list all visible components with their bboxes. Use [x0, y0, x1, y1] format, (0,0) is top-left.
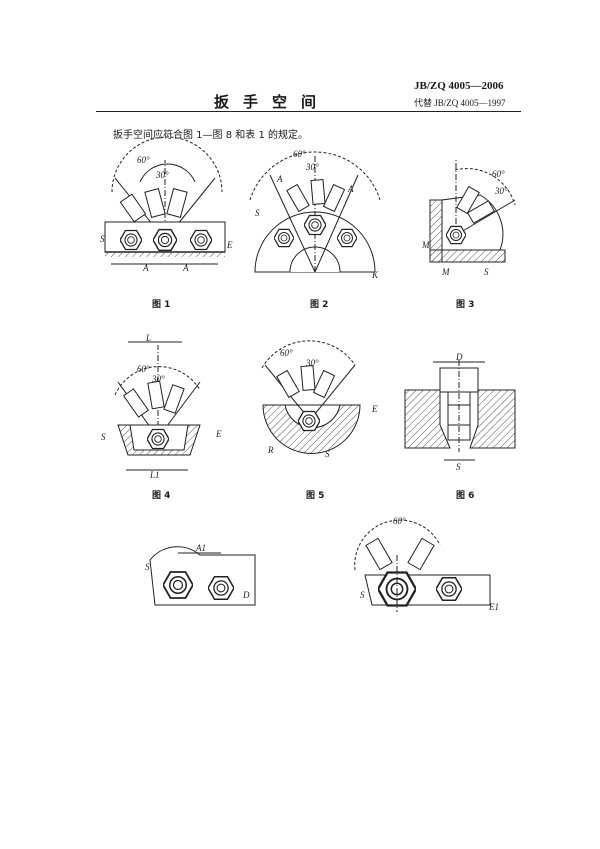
fig2-angle-30: 30°: [305, 162, 319, 172]
fig1-dim-E: E: [226, 240, 233, 250]
fig4-dim-E: E: [215, 429, 222, 439]
fig7-dim-A1: A1: [195, 543, 206, 553]
fig2-angle-60: 60°: [293, 149, 306, 159]
caption-fig6: 图 6: [456, 491, 475, 501]
fig6-dim-S: S: [456, 462, 461, 472]
fig6-dim-D: D: [455, 352, 463, 362]
fig5-dim-E: E: [371, 404, 378, 414]
header-rule: [96, 111, 521, 112]
fig4-dim-L: L: [145, 333, 151, 343]
caption-fig3: 图 3: [456, 300, 475, 310]
caption-fig4: 图 4: [152, 491, 171, 501]
fig2-dim-K: K: [371, 270, 379, 280]
fig1-dim-A: A: [142, 263, 149, 273]
fig3-dim-S: S: [484, 267, 489, 277]
fig8-dim-S: S: [360, 590, 365, 600]
intro-text: 扳手空间应符合图 1—图 8 和表 1 的规定。: [113, 130, 308, 141]
figure-4: L L1 60° 30° S E: [101, 333, 222, 480]
figure-3: 60° 30° M M S: [421, 160, 516, 277]
page-title: 扳手空间: [214, 93, 331, 111]
figure-1: A A 60° 30° S E: [100, 136, 233, 273]
fig1-dim-A2: A: [182, 263, 189, 273]
figure-8: 60° S E1: [354, 516, 499, 612]
fig5-dim-R: R: [267, 445, 274, 455]
fig2-dim-A: A: [276, 174, 283, 184]
fig8-dim-E1: E1: [488, 602, 499, 612]
fig1-angle-30: 30°: [155, 170, 169, 180]
fig3-dim-M2: M: [441, 267, 450, 277]
caption-fig5: 图 5: [306, 491, 325, 501]
caption-fig1: 图 1: [152, 300, 171, 310]
fig3-angle-60: 60°: [492, 169, 505, 179]
standard-number: JB/ZQ 4005—2006: [414, 80, 504, 92]
fig7-dim-S: S: [145, 562, 150, 572]
fig1-dim-S: S: [100, 234, 105, 244]
fig3-dim-M: M: [421, 240, 430, 250]
figure-6: D S: [404, 352, 516, 472]
figure-7: A1 S D: [145, 543, 256, 606]
caption-fig2: 图 2: [310, 300, 329, 310]
fig7-dim-D: D: [242, 590, 250, 600]
fig4-dim-S: S: [101, 432, 106, 442]
fig5-angle-30: 30°: [305, 358, 319, 368]
fig2-dim-A2: A: [347, 184, 354, 194]
replaces-standard: 代替 JB/ZQ 4005—1997: [414, 98, 506, 108]
fig4-angle-60: 60°: [137, 364, 150, 374]
fig4-angle-30: 30°: [151, 374, 165, 384]
fig8-angle-60: 60°: [393, 516, 406, 526]
fig5-dim-S: S: [325, 449, 330, 459]
fig5-angle-60: 60°: [280, 348, 293, 358]
fig1-angle-60: 60°: [137, 155, 150, 165]
figure-2: 60° 30° A A S K: [249, 149, 381, 280]
fig4-dim-L1: L1: [149, 470, 160, 480]
figure-5: 60° 30° R S E: [261, 340, 378, 459]
fig2-dim-S: S: [255, 208, 260, 218]
fig3-angle-30: 30°: [494, 186, 508, 196]
